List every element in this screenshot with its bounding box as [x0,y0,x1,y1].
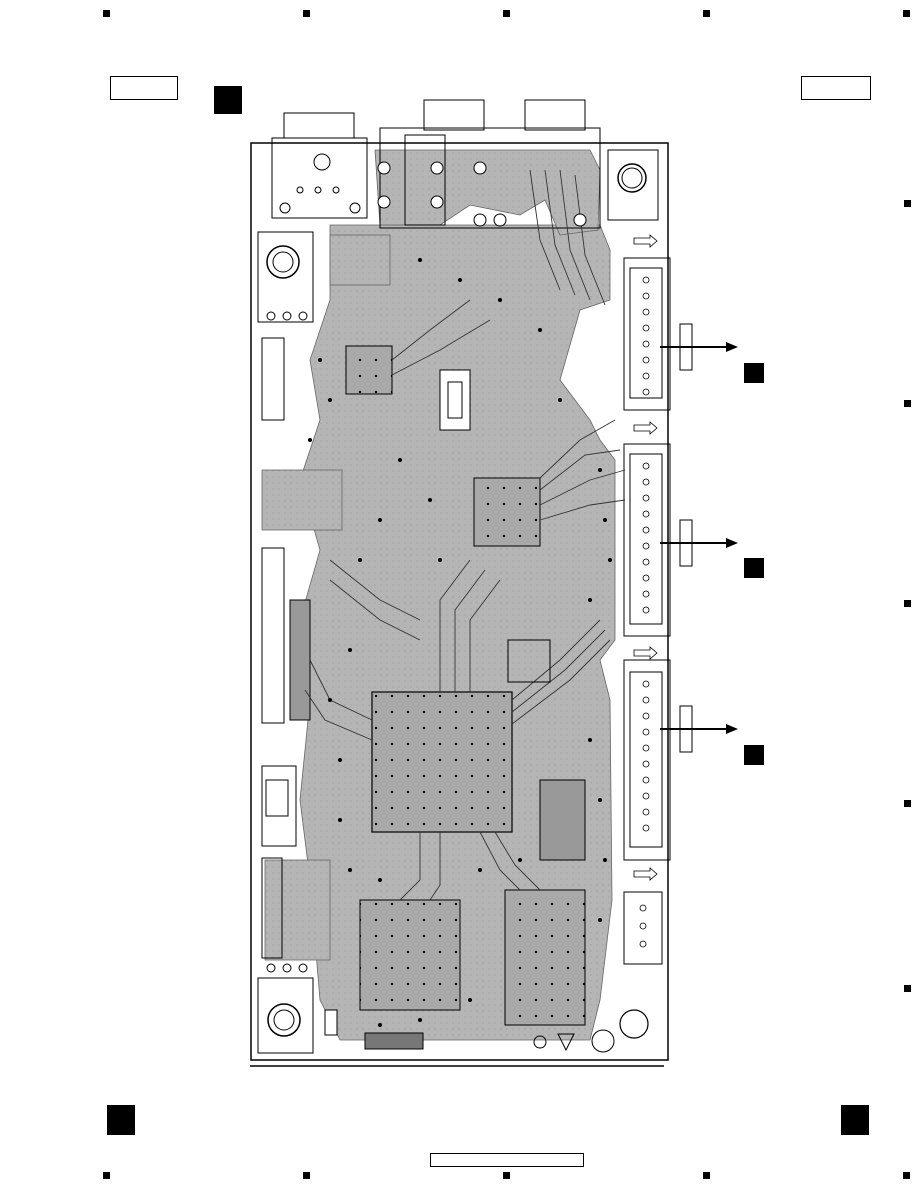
copper-pour [265,860,330,960]
arrow-right-icon [660,724,738,734]
arrow-right-icon [660,538,738,548]
copper-pour [262,470,342,530]
ic [360,900,460,1010]
ic [474,478,540,546]
copper-pour [330,235,390,285]
ic [540,780,585,860]
main-ic [372,692,512,832]
ic [346,346,392,394]
arrow-right-icon [660,342,738,352]
ic [505,890,585,1025]
